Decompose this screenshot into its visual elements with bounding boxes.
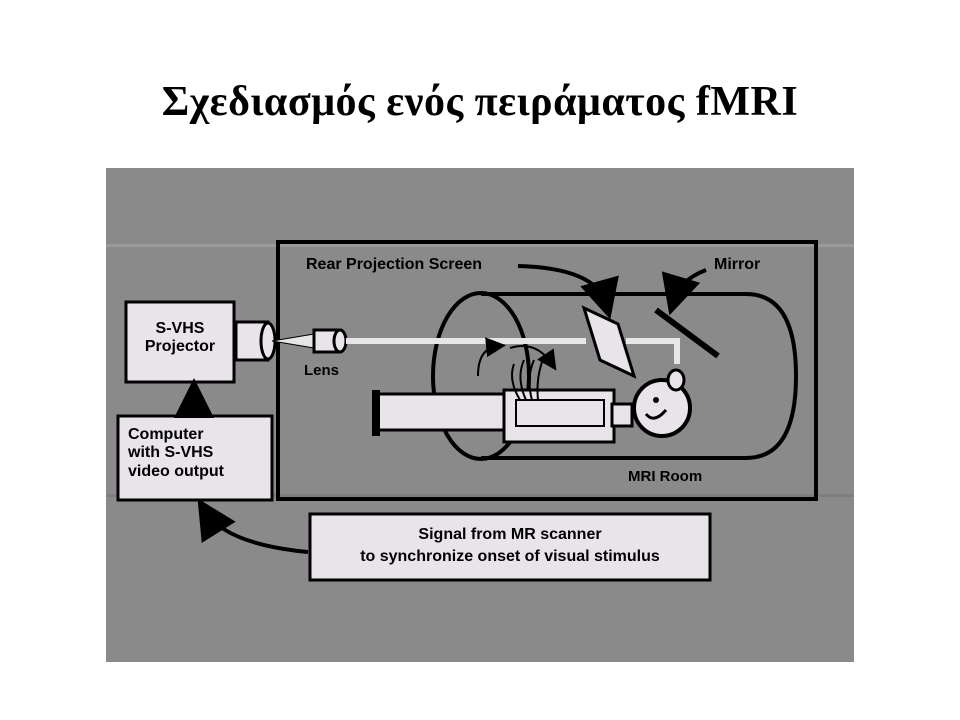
mirror-pointer-arrow xyxy=(661,268,707,316)
patient-head xyxy=(632,378,692,438)
signal-label: Signal from MR scanner to synchronize on… xyxy=(310,524,710,569)
computer-label-line: video output xyxy=(128,462,224,480)
scan-noise-band xyxy=(106,494,854,497)
diagram-drawing xyxy=(106,240,854,582)
mirror xyxy=(654,307,720,359)
projector-label-line: Projector xyxy=(144,338,216,356)
patient-neck xyxy=(610,402,634,428)
signal-label-line: Signal from MR scanner xyxy=(418,526,602,543)
coil-cable xyxy=(519,359,527,401)
patient-eye xyxy=(666,368,686,392)
curved-arrow xyxy=(477,337,506,377)
coil-cable xyxy=(511,363,521,401)
projector-label-line: S-VHS xyxy=(155,320,205,337)
mri-room-outline xyxy=(276,240,818,501)
computer-box xyxy=(116,414,274,502)
mri-room-label: MRI Room xyxy=(628,468,703,485)
patient-ear xyxy=(653,397,659,403)
table-end xyxy=(372,390,380,436)
curved-arrow xyxy=(509,345,557,371)
patient-mouth xyxy=(644,409,668,420)
mri-bore xyxy=(481,292,799,460)
mirror-label: Mirror xyxy=(714,256,761,273)
signal-box xyxy=(308,512,712,582)
light-beam-down xyxy=(674,338,680,364)
signal-label-line: to synchronize onset of visual stimulus xyxy=(360,548,660,566)
computer-label-line: with S-VHS xyxy=(128,444,214,462)
projector-label: S-VHS Projector xyxy=(126,320,234,357)
focusing-lens-front xyxy=(332,328,348,354)
computer-label-line: Computer xyxy=(128,426,204,443)
scan-noise-band xyxy=(106,244,854,247)
rear-projection-screen-label: Rear Projection Screen xyxy=(306,256,483,273)
light-beam xyxy=(346,338,586,344)
head-coil xyxy=(515,399,605,427)
patient-body xyxy=(502,388,616,444)
signal-to-computer-arrow xyxy=(197,498,309,554)
light-beam-reflected xyxy=(626,338,680,344)
fmri-setup-diagram: Rear Projection Screen Mirror S-VHS Proj… xyxy=(106,168,854,662)
screen-pointer-arrow xyxy=(517,264,619,320)
lens-label: Lens xyxy=(304,362,340,379)
computer-label: Computer with S-VHS video output xyxy=(128,426,224,481)
coil-cable xyxy=(528,359,535,401)
projector-box xyxy=(124,300,236,384)
slide-title: Σχεδιασμός ενός πειράματος fMRI xyxy=(161,79,799,125)
